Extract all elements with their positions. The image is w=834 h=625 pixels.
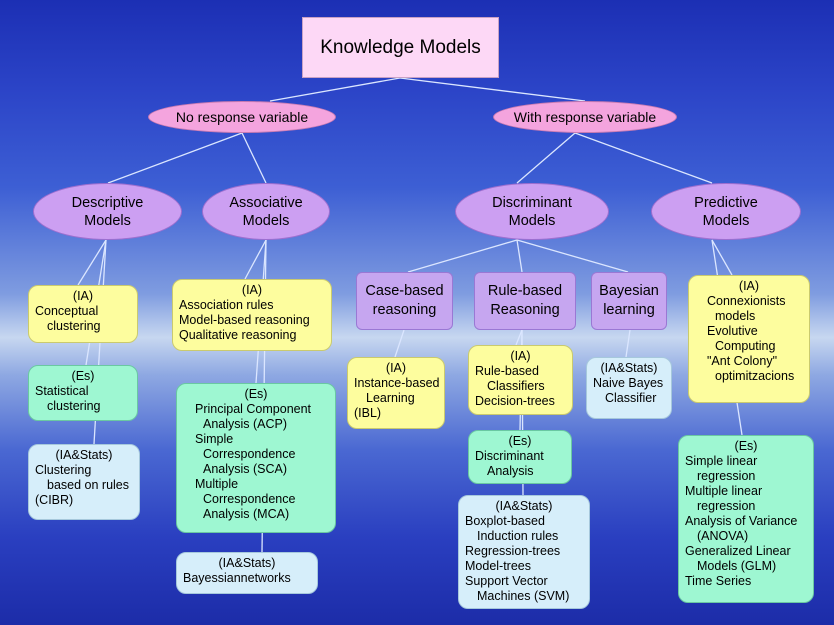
descriptive-ia-box: (IA) Conceptual clustering: [28, 285, 138, 343]
no-response-variable-node: No response variable: [148, 101, 336, 133]
predictive-es-box: (Es) Simple linear regression Multiple l…: [678, 435, 814, 603]
associative-iastats-box: (IA&Stats) Bayessiannetworks: [176, 552, 318, 594]
rule-based-iastats-box: (IA&Stats) Boxplot-based Induction rules…: [458, 495, 590, 609]
associative-ia-box: (IA) Association rules Model-based reaso…: [172, 279, 332, 351]
descriptive-es-box: (Es) Statistical clustering: [28, 365, 138, 421]
page-title: Knowledge Models: [302, 17, 499, 78]
with-response-variable-node: With response variable: [493, 101, 677, 133]
rule-based-ia-box: (IA) Rule-based Classifiers Decision-tre…: [468, 345, 573, 415]
case-based-ia-box: (IA) Instance-based Learning (IBL): [347, 357, 445, 429]
descriptive-iastats-box: (IA&Stats) Clustering based on rules (CI…: [28, 444, 140, 520]
bayesian-iastats-box: (IA&Stats) Naive Bayes Classifier: [586, 357, 672, 419]
rule-based-es-box: (Es) Discriminant Analysis: [468, 430, 572, 484]
predictive-ia-box: (IA) Connexionists models Evolutive Comp…: [688, 275, 810, 403]
associative-es-box: (Es) Principal Component Analysis (ACP) …: [176, 383, 336, 533]
